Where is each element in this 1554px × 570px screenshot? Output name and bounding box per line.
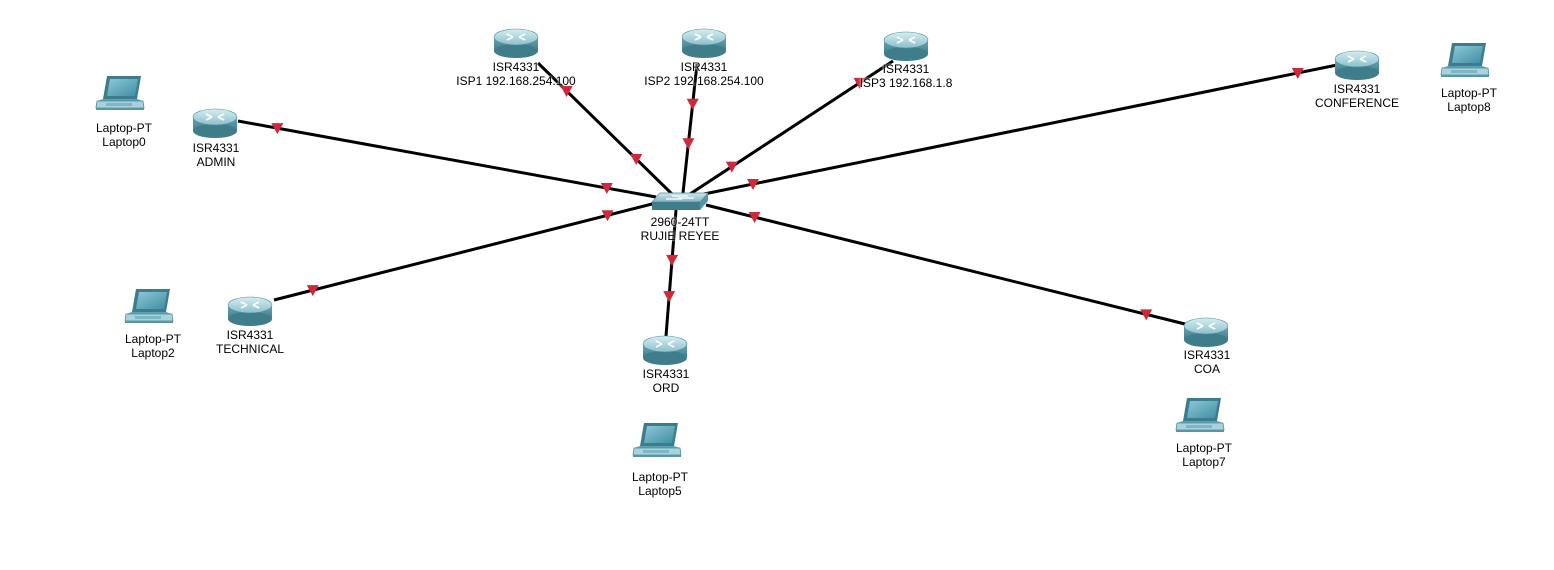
router-label-admin: ISR4331 ADMIN (193, 141, 240, 169)
router-name-label: ISP3 192.168.1.8 (859, 76, 953, 90)
ports-layer (271, 67, 1304, 321)
router-icon-technical[interactable] (227, 296, 273, 327)
port-status-technical (306, 285, 319, 297)
laptop-model-label: Laptop-PT (1175, 441, 1233, 455)
port-status-switch-conference (746, 179, 759, 191)
port-status-switch-isp1 (630, 154, 643, 166)
router-icon-admin[interactable] (192, 108, 238, 139)
router-label-isp3: ISR4331 ISP3 192.168.1.8 (860, 62, 953, 90)
router-label-coa: ISR4331 COA (1184, 348, 1231, 376)
router-model-label: ISR4331 (226, 328, 274, 342)
switch-label: 2960-24TT RUJIE REYEE (641, 215, 720, 243)
port-status-switch-isp3 (725, 161, 738, 173)
link-isp1[interactable] (536, 61, 674, 196)
link-ord[interactable] (664, 209, 678, 337)
port-status-switch-isp2 (682, 138, 695, 150)
port-status-switch-technical (601, 210, 614, 222)
laptop-name-label: Laptop5 (638, 484, 682, 498)
devices-layer (95, 28, 1490, 458)
laptop-icon (1175, 397, 1225, 433)
router-icon (227, 296, 273, 327)
link-technical[interactable] (273, 201, 657, 302)
laptop-name-label: Laptop7 (1182, 455, 1226, 469)
router-name-label: ORD (652, 381, 680, 395)
router-icon-isp1[interactable] (493, 28, 539, 59)
port-status-coa (1140, 309, 1153, 321)
laptop-icon-laptop0[interactable] (95, 75, 145, 111)
laptop-label-laptop5: Laptop-PT Laptop5 (632, 470, 688, 498)
link-isp2[interactable] (681, 63, 699, 194)
port-status-switch-admin (600, 183, 613, 195)
links-layer (237, 59, 1338, 337)
laptop-icon-laptop7[interactable] (1175, 397, 1225, 433)
laptop-label-laptop0: Laptop-PT Laptop0 (96, 121, 152, 149)
port-status-admin (271, 123, 284, 135)
router-icon-isp2[interactable] (681, 28, 727, 59)
laptop-model-label: Laptop-PT (631, 470, 689, 484)
router-model-label: ISR4331 (882, 62, 930, 76)
router-label-technical: ISR4331 TECHNICAL (216, 328, 284, 356)
laptop-icon (95, 75, 145, 111)
link-coa[interactable] (705, 203, 1186, 326)
router-icon (1183, 317, 1229, 348)
router-model-label: ISR4331 (1333, 82, 1381, 96)
laptop-icon (124, 288, 174, 324)
router-icon (883, 31, 929, 62)
router-icon (493, 28, 539, 59)
laptop-model-label: Laptop-PT (95, 121, 153, 135)
router-label-ord: ISR4331 ORD (643, 367, 690, 395)
laptop-icon (1440, 42, 1490, 78)
laptop-model-label: Laptop-PT (124, 332, 182, 346)
laptop-icon (632, 422, 682, 458)
router-icon-isp3[interactable] (883, 31, 929, 62)
laptop-icon-laptop8[interactable] (1440, 42, 1490, 78)
router-model-label: ISR4331 (492, 60, 540, 74)
router-icon-conference[interactable] (1334, 50, 1380, 81)
router-name-label: COA (1193, 362, 1221, 376)
laptop-label-laptop2: Laptop-PT Laptop2 (125, 332, 181, 360)
router-name-label: ISP1 192.168.254.100 (456, 74, 576, 88)
router-model-label: ISR4331 (680, 60, 728, 74)
laptop-label-laptop8: Laptop-PT Laptop8 (1441, 86, 1497, 114)
router-name-label: ADMIN (196, 155, 236, 169)
laptop-label-laptop7: Laptop-PT Laptop7 (1176, 441, 1232, 469)
laptop-icon-laptop2[interactable] (124, 288, 174, 324)
laptop-icon-laptop5[interactable] (632, 422, 682, 458)
router-model-label: ISR4331 (642, 367, 690, 381)
router-label-conference: ISR4331 CONFERENCE (1315, 82, 1399, 110)
router-name-label: CONFERENCE (1314, 96, 1400, 110)
switch-name-label: RUJIE REYEE (640, 229, 720, 243)
laptop-model-label: Laptop-PT (1440, 86, 1498, 100)
port-status-conference (1291, 67, 1304, 79)
router-icon (1334, 50, 1380, 81)
laptop-name-label: Laptop8 (1447, 100, 1491, 114)
router-icon (192, 108, 238, 139)
link-admin[interactable] (237, 119, 657, 199)
port-status-switch-ord (666, 254, 679, 266)
router-model-label: ISR4331 (1183, 348, 1231, 362)
port-status-isp1 (560, 85, 573, 97)
switch-model-label: 2960-24TT (650, 215, 710, 229)
port-status-ord (663, 291, 676, 303)
switch-icon[interactable] (651, 192, 709, 210)
router-name-label: ISP2 192.168.254.100 (644, 74, 764, 88)
router-icon-coa[interactable] (1183, 317, 1229, 348)
router-icon (642, 335, 688, 366)
laptop-name-label: Laptop2 (131, 346, 175, 360)
port-status-isp3 (853, 77, 866, 89)
router-model-label: ISR4331 (192, 141, 240, 155)
router-label-isp2: ISR4331 ISP2 192.168.254.100 (644, 60, 763, 88)
link-conference[interactable] (703, 63, 1338, 196)
router-name-label: TECHNICAL (215, 342, 285, 356)
router-icon-ord[interactable] (642, 335, 688, 366)
router-label-isp1: ISR4331 ISP1 192.168.254.100 (456, 60, 575, 88)
port-status-isp2 (686, 98, 699, 110)
port-status-switch-coa (748, 212, 761, 224)
laptop-name-label: Laptop0 (102, 135, 146, 149)
router-icon (681, 28, 727, 59)
